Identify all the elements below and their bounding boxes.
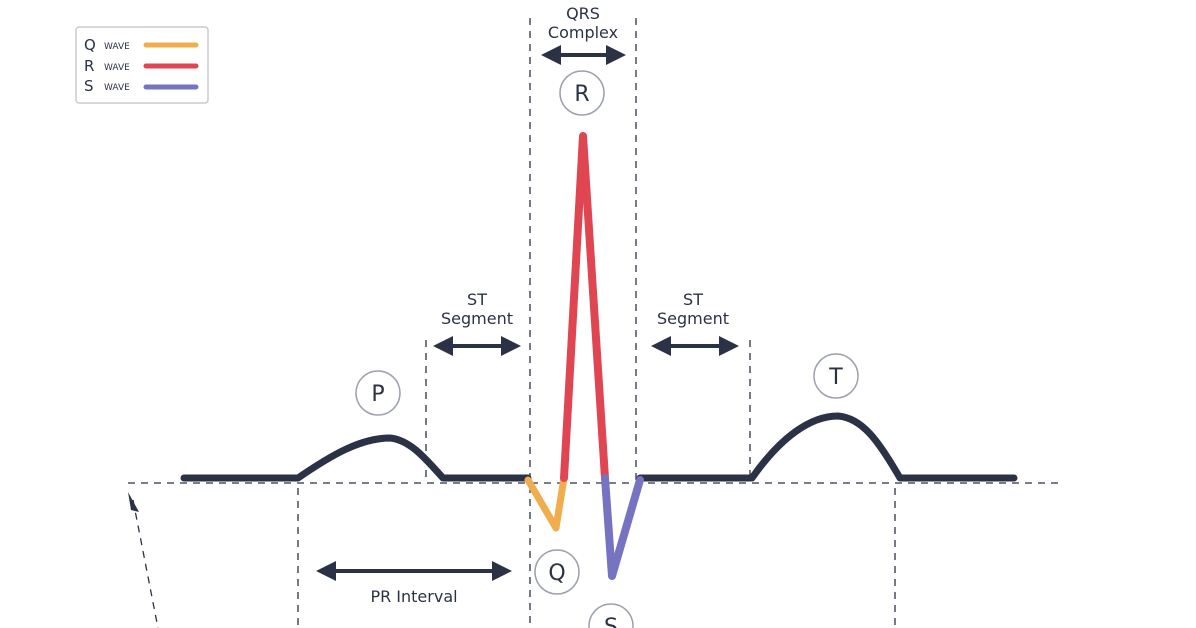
r-letter: R — [574, 82, 589, 107]
wave-label-t: T — [813, 353, 859, 399]
qrs-label-line2: Complex — [548, 23, 618, 42]
measure-arrows — [316, 45, 739, 581]
legend-word: WAVE — [104, 42, 130, 52]
legend-word: WAVE — [104, 83, 130, 93]
s-wave-segment — [601, 474, 644, 580]
t-letter: T — [828, 365, 843, 390]
st-label-right-line2: Segment — [657, 309, 729, 328]
p-circle — [355, 370, 401, 416]
t-wave-trace — [636, 412, 1018, 482]
legend-item-r: R WAVE — [84, 57, 199, 75]
wave-label-p: P — [355, 370, 401, 416]
legend-letter: S — [84, 77, 94, 95]
legend-letter: R — [84, 57, 94, 75]
legend-item-q: Q WAVE — [84, 36, 199, 54]
q-circle — [534, 549, 580, 595]
pr-interval-label: PR Interval — [370, 587, 457, 606]
t-circle — [813, 353, 859, 399]
legend-letter: Q — [84, 36, 96, 54]
r-wave-segment — [560, 132, 609, 482]
legend-word: WAVE — [104, 63, 130, 73]
qrs-label-line1: QRS — [566, 4, 600, 23]
legend: Q WAVE R WAVE S WAVE — [75, 26, 209, 104]
ecg-trace — [180, 412, 1018, 482]
guide-lines — [128, 18, 1060, 628]
q-letter: Q — [548, 561, 565, 586]
r-circle — [559, 70, 605, 116]
p-wave-trace — [180, 434, 532, 482]
st-label-left-line2: Segment — [441, 309, 513, 328]
wave-label-q: Q — [534, 549, 580, 595]
diagonal-guide — [132, 499, 159, 628]
st-label-right-line1: ST — [683, 290, 703, 309]
wave-label-r: R — [559, 70, 605, 116]
st-label-left-line1: ST — [467, 290, 487, 309]
legend-item-s: S WAVE — [84, 77, 199, 95]
diagonal-arrowhead — [128, 492, 139, 512]
wave-label-s: S — [588, 603, 634, 628]
p-letter: P — [371, 382, 384, 407]
q-wave-segment — [524, 474, 568, 532]
s-circle — [588, 603, 634, 628]
s-letter: S — [604, 615, 618, 628]
